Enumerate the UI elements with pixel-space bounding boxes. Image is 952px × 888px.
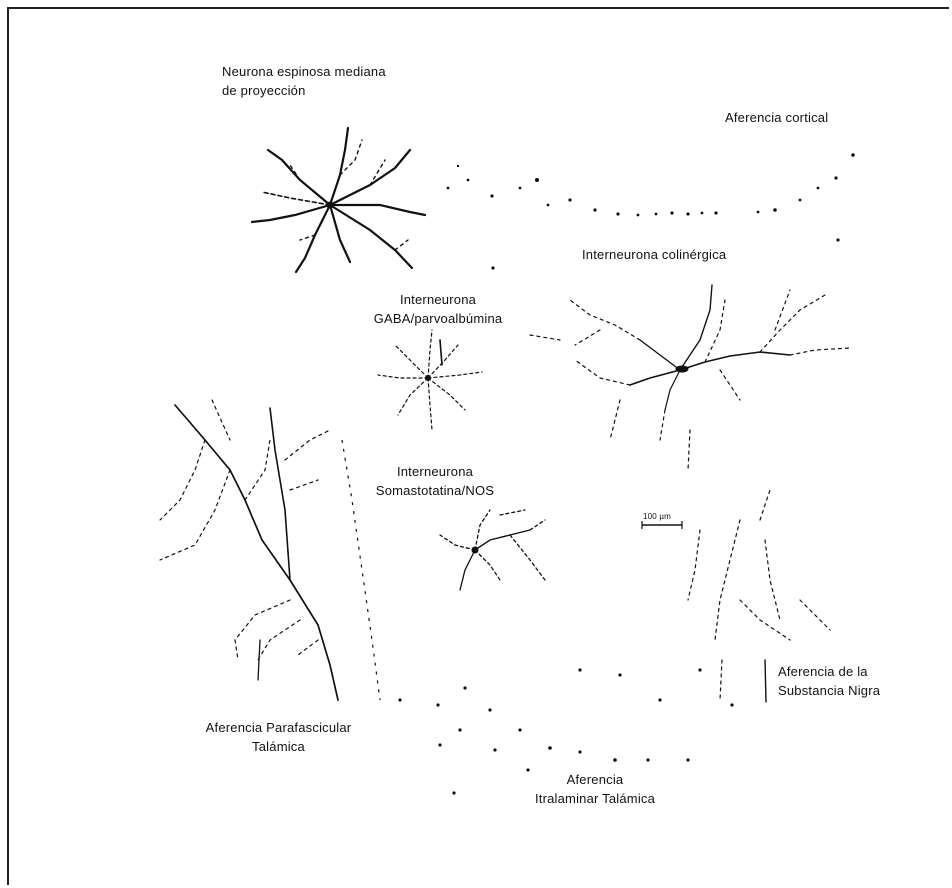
figure-frame bbox=[7, 7, 949, 885]
sst-interneuron bbox=[439, 509, 546, 591]
label-gaba: Interneurona GABA/parvoalbúmina bbox=[357, 290, 519, 328]
label-msn: Neurona espinosa mediana de proyección bbox=[222, 62, 386, 100]
cholinergic-interneuron bbox=[529, 284, 851, 471]
label-sst: Interneurona Somastotatina/NOS bbox=[360, 462, 510, 500]
label-gaba-line1: Interneurona bbox=[399, 292, 477, 307]
label-parafascicular: Aferencia Parafascicular Talámica bbox=[186, 718, 371, 756]
label-nigra-line1: Aferencia de la bbox=[778, 664, 868, 679]
label-nigra: Aferencia de la Substancia Nigra bbox=[778, 662, 880, 700]
label-sst-line2: Somastotatina/NOS bbox=[375, 483, 495, 498]
label-cholinergic-line1: Interneurona colinérgica bbox=[582, 247, 727, 262]
medium-spiny-neuron bbox=[250, 126, 427, 274]
label-parafascicular-line2: Talámica bbox=[252, 739, 305, 754]
label-parafascicular-line1: Aferencia Parafascicular bbox=[205, 720, 352, 735]
label-msn-line1: Neurona espinosa mediana bbox=[222, 64, 386, 79]
scale-bar bbox=[641, 521, 683, 529]
label-intralaminar-line1: Aferencia bbox=[566, 772, 624, 787]
scale-bar-label: 100 µm bbox=[643, 512, 672, 521]
intralaminar-afferent bbox=[398, 668, 734, 795]
label-msn-line2: de proyección bbox=[222, 83, 306, 98]
label-gaba-line2: GABA/parvoalbúmina bbox=[373, 311, 503, 326]
nigra-afferent bbox=[687, 489, 831, 703]
label-cortical: Aferencia cortical bbox=[725, 108, 828, 127]
label-intralaminar: Aferencia Itralaminar Talámica bbox=[520, 770, 670, 808]
label-intralaminar-line2: Itralaminar Talámica bbox=[534, 791, 656, 806]
gaba-interneuron bbox=[377, 329, 483, 431]
label-nigra-line2: Substancia Nigra bbox=[778, 683, 881, 698]
label-sst-line1: Interneurona bbox=[396, 464, 474, 479]
cortical-afferent bbox=[446, 153, 855, 270]
label-cortical-line1: Aferencia cortical bbox=[725, 110, 829, 125]
parafascicular-afferent bbox=[159, 399, 339, 701]
label-cholinergic: Interneurona colinérgica bbox=[582, 245, 726, 264]
